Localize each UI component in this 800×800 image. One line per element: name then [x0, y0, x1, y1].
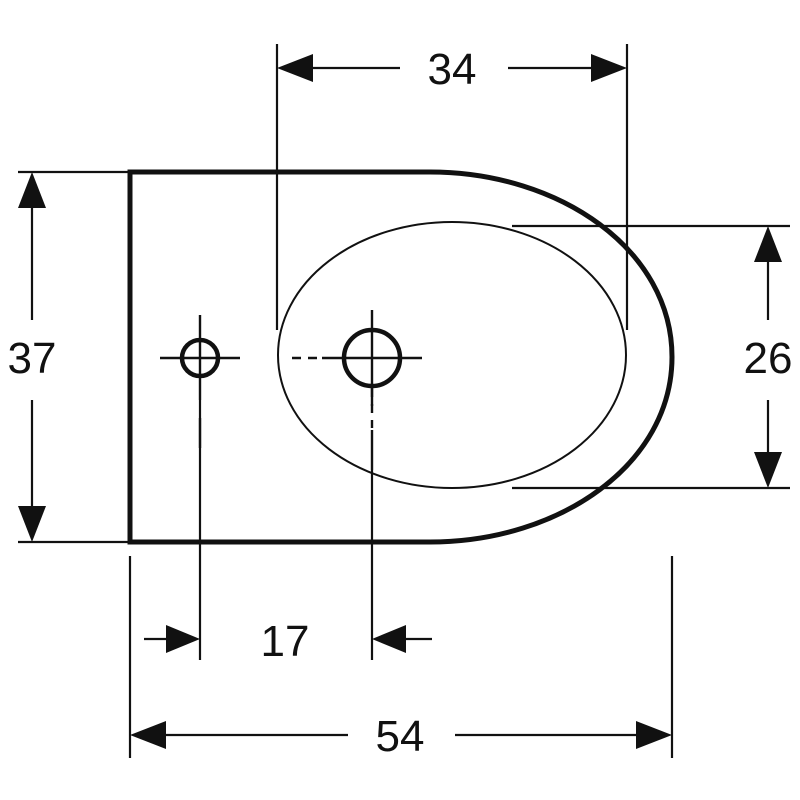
- tap-hole-feature: [292, 310, 422, 470]
- dimension-26: 26: [744, 226, 793, 488]
- body-outline-path: [127, 169, 675, 545]
- arrow-37-top: [18, 172, 46, 208]
- extension-lines: [18, 44, 790, 758]
- dim-label-54: 54: [376, 712, 425, 761]
- arrow-34-right: [591, 54, 627, 82]
- dimension-34: 34: [277, 45, 627, 94]
- dim-label-17: 17: [261, 617, 310, 666]
- bowl-inner-oval: [277, 221, 627, 489]
- arrow-17-left: [166, 625, 200, 653]
- arrow-17-right: [372, 625, 406, 653]
- arrow-37-bottom: [18, 506, 46, 542]
- dimension-17: 17: [144, 617, 432, 666]
- arrow-26-bottom: [754, 452, 782, 488]
- bidet-body-outline: [127, 169, 675, 545]
- dimension-37: 37: [8, 172, 57, 542]
- dim-label-26: 26: [744, 334, 793, 383]
- arrow-34-left: [277, 54, 313, 82]
- dimension-54: 54: [130, 712, 672, 761]
- arrow-54-left: [130, 721, 166, 749]
- arrow-26-top: [754, 226, 782, 262]
- arrow-54-right: [636, 721, 672, 749]
- bowl-oval-path: [277, 221, 627, 489]
- dim-label-34: 34: [428, 45, 477, 94]
- dim-label-37: 37: [8, 334, 57, 383]
